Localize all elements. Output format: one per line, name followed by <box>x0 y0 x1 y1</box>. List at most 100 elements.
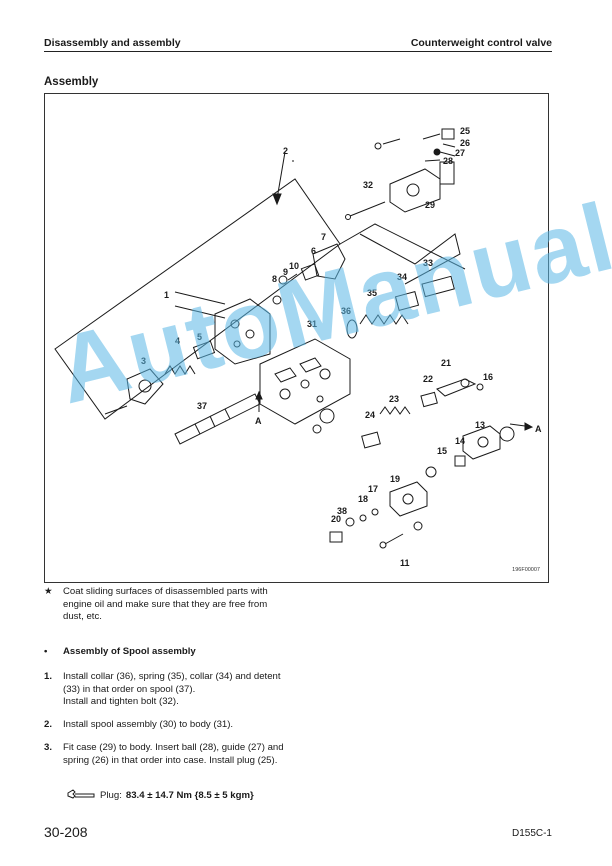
callout-37: 37 <box>197 401 207 411</box>
callout-6: 6 <box>311 246 316 256</box>
collar-34 <box>394 291 420 311</box>
callout-29: 29 <box>425 200 435 210</box>
plate-7 <box>312 243 346 280</box>
collar-6 <box>300 263 320 281</box>
torque-value: 83.4 ± 14.7 Nm {8.5 ± 5 kgm} <box>125 789 254 801</box>
header-rule <box>44 51 552 52</box>
callout-7: 7 <box>321 232 326 242</box>
callout-3: 3 <box>141 356 146 366</box>
callout-23: 23 <box>389 394 399 404</box>
spring-23 <box>379 406 411 415</box>
callout-26: 26 <box>460 138 470 148</box>
callout-17: 17 <box>368 484 378 494</box>
callout-27: 27 <box>455 148 465 158</box>
bolt-11 <box>384 533 404 545</box>
callout-35: 35 <box>367 288 377 298</box>
ball-28 <box>433 148 441 156</box>
header-component-title: Counterweight control valve <box>410 37 552 49</box>
leader-2 <box>276 151 286 200</box>
callout-36: 36 <box>341 306 351 316</box>
callout-a-right: A <box>535 424 542 434</box>
plug-5 <box>192 340 216 360</box>
callout-11: 11 <box>400 558 410 568</box>
exploded-view-figure: 1 2 3 4 5 6 7 8 9 10 11 13 14 15 16 17 1… <box>44 93 549 583</box>
housing-1 <box>214 298 271 365</box>
ring-38 <box>345 517 355 527</box>
section-title: Assembly <box>44 76 99 88</box>
callout-9: 9 <box>283 267 288 277</box>
oring-15 <box>425 466 437 478</box>
spring-17 <box>371 508 379 516</box>
oring-10 <box>278 275 288 285</box>
bolt-32 <box>349 201 386 217</box>
body-31 <box>259 338 351 425</box>
callout-2: 2 <box>283 146 288 156</box>
step-3-line-1: Fit case (29) to body. Insert ball (28),… <box>63 742 284 766</box>
spool-37 <box>174 393 261 445</box>
callout-10: 10 <box>289 261 299 271</box>
callout-22: 22 <box>423 374 433 384</box>
callout-20: 20 <box>331 514 341 524</box>
group-outline <box>54 178 341 420</box>
callout-5: 5 <box>197 332 202 342</box>
callout-1: 1 <box>164 290 169 300</box>
callout-33: 33 <box>423 258 433 268</box>
callout-14: 14 <box>455 436 465 446</box>
step-3: 3. Fit case (29) to body. Insert ball (2… <box>44 742 284 767</box>
header-section-title: Disassembly and assembly <box>44 37 181 49</box>
detent-33 <box>421 275 455 298</box>
washer-18 <box>359 514 367 522</box>
callout-38: 38 <box>337 506 347 516</box>
callout-4: 4 <box>175 336 180 346</box>
callout-15: 15 <box>437 446 447 456</box>
step-1-line-2: Install and tighten bolt (32). <box>63 696 179 708</box>
case-29 <box>389 168 441 213</box>
step-number: 3. <box>44 742 53 753</box>
block-19 <box>389 481 428 517</box>
star-marker: ★ <box>44 586 53 597</box>
callout-34: 34 <box>397 272 407 282</box>
note-star: ★ Coat sliding surfaces of disassembled … <box>44 586 284 624</box>
figure-code: 196F00007 <box>512 567 540 573</box>
step-1: 1. Install collar (36), spring (35), col… <box>44 671 284 709</box>
oring-13 <box>499 426 515 442</box>
callout-28: 28 <box>443 156 453 166</box>
step-2: 2. Install spool assembly (30) to body (… <box>44 719 284 732</box>
torque-label: Plug: <box>100 789 122 801</box>
spring-4 <box>164 365 196 375</box>
plug-24 <box>361 431 381 449</box>
callout-21: 21 <box>441 358 451 368</box>
step-number: 2. <box>44 719 53 730</box>
step-1-line-1: Install collar (36), spring (35), collar… <box>63 671 281 695</box>
step-number: 1. <box>44 671 53 682</box>
bushing-22 <box>420 391 438 408</box>
callout-19: 19 <box>390 474 400 484</box>
torque-wrench-icon <box>67 789 95 799</box>
step-2-line-1: Install spool assembly (30) to body (31)… <box>63 719 234 730</box>
torque-spec: Plug: 83.4 ± 14.7 Nm {8.5 ± 5 kgm} <box>66 789 254 801</box>
callout-25: 25 <box>460 126 470 136</box>
detent-group-outline <box>359 233 461 285</box>
detent-leader <box>339 223 466 270</box>
collar-36 <box>346 319 358 339</box>
callout-a-left: A <box>255 416 262 426</box>
callout-32: 32 <box>363 180 373 190</box>
callout-8: 8 <box>272 274 277 284</box>
arrow-2 <box>272 193 282 206</box>
callout-18: 18 <box>358 494 368 504</box>
subsection-title: Assembly of Spool assembly <box>63 646 196 657</box>
plug-20 <box>329 531 343 543</box>
spring-35 <box>359 314 409 325</box>
callout-24: 24 <box>365 410 375 420</box>
callout-13: 13 <box>475 420 485 430</box>
case-13 <box>462 425 501 460</box>
washer-16 <box>476 383 484 391</box>
model-code: D155C-1 <box>511 828 552 839</box>
exploded-diagram: 1 2 3 4 5 6 7 8 9 10 11 13 14 15 16 17 1… <box>54 126 542 568</box>
bullet-marker: • <box>44 646 48 657</box>
callout-16: 16 <box>483 372 493 382</box>
note-bullet: • Assembly of Spool assembly <box>44 646 284 659</box>
page-number: 30-208 <box>44 824 88 840</box>
plug-25 <box>441 128 455 140</box>
callout-labels: 1 2 3 4 5 6 7 8 9 10 11 13 14 15 16 17 1… <box>141 126 542 568</box>
